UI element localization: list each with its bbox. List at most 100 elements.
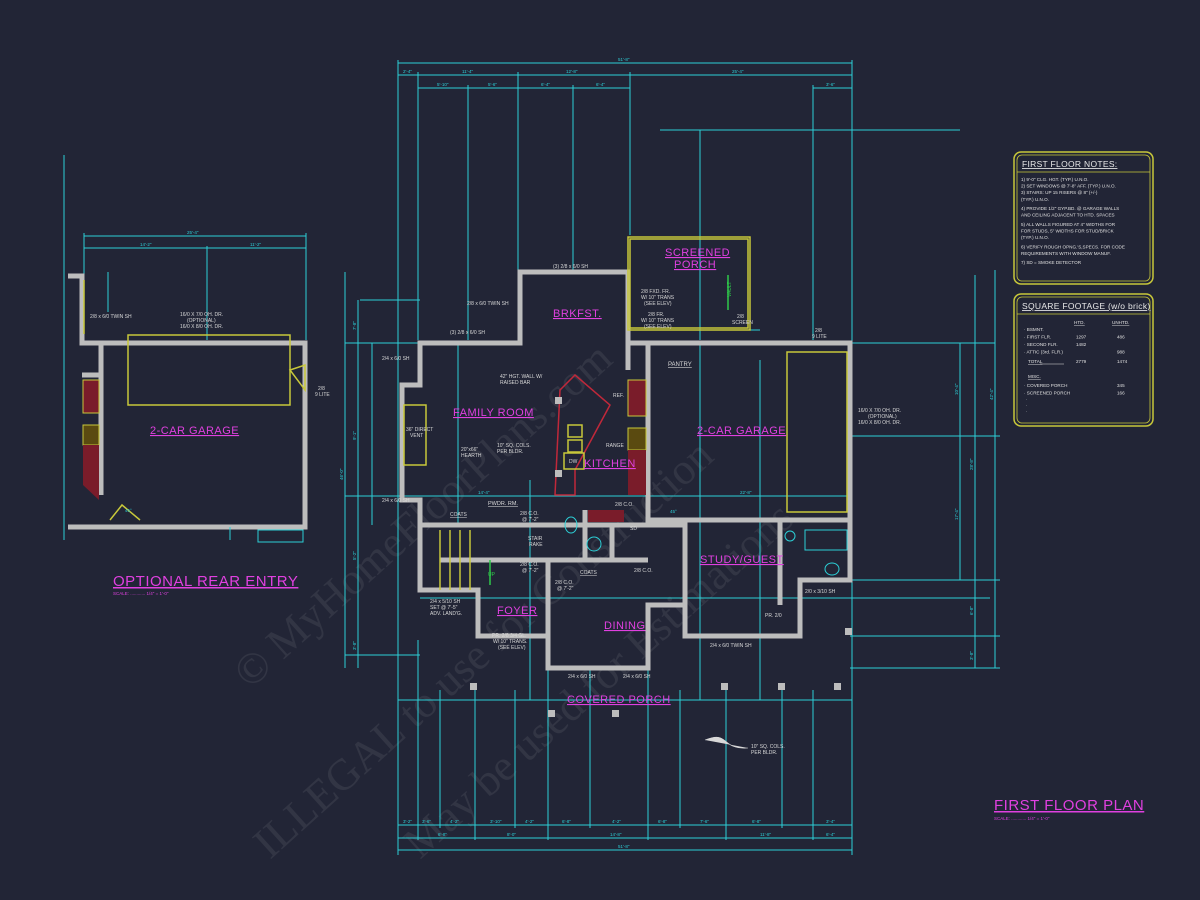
door-note: @ 7'-2"	[522, 568, 539, 574]
room-label-covered-porch: COVERED PORCH	[567, 694, 671, 706]
window-note: 2/4 x 6/0 SH	[382, 356, 410, 362]
door-note: (SEE ELEV)	[644, 324, 672, 330]
window-note: 2/4 x 6/0 TWIN SH	[710, 643, 752, 649]
notes-heading: FIRST FLOOR NOTES:	[1022, 159, 1117, 169]
dim-alt: 11'-2"	[250, 242, 262, 247]
sqft-row-unheated: 988	[1117, 350, 1125, 355]
dim-top: 3'-6"	[826, 82, 835, 87]
title-optional-rear-entry: OPTIONAL REAR ENTRY	[113, 573, 298, 590]
dim-right: 17'-4"	[954, 508, 959, 520]
note-item: (TYP.) U.N.O.	[1021, 197, 1049, 202]
window-note: 2/4 x 6/0 SH	[568, 674, 596, 680]
angle-label: 45°	[670, 509, 677, 514]
door-note: @ 7'-2"	[522, 517, 539, 523]
svg-text:·: ·	[1026, 409, 1028, 414]
dim-right: 28'-8"	[969, 458, 974, 470]
dim-top: 6'-4"	[596, 82, 605, 87]
room-label-screened-porch: PORCH	[674, 259, 716, 271]
dw-label: DW	[569, 459, 578, 465]
note-item: AND CEILING ADJACENT TO HTD. SPACES	[1021, 213, 1115, 218]
column-note: 10" SQ. COLS.	[751, 744, 785, 750]
column-note: PER BLDR.	[751, 750, 777, 756]
porch-columns	[470, 397, 852, 717]
vault-label: VAULT	[727, 282, 733, 297]
sqft-col-unheated: UNHTD.	[1112, 320, 1129, 325]
room-label-screened-porch: SCREENED	[665, 247, 730, 259]
dim-top: 5'-10"	[437, 82, 449, 87]
dim-bottom: 6'-8"	[438, 832, 447, 837]
column-note: PER BLDR.	[497, 449, 523, 455]
dimension-labels: 51'-8" 2'-4" 11'-4" 12'-8" 25'-4" 5'-10"…	[339, 57, 994, 849]
garage-door	[786, 351, 848, 513]
dim-bottom: 8'-0"	[507, 832, 516, 837]
door-note: 2/8	[815, 328, 822, 334]
note-item: 3) STAIRS: UP 15 RISERS @ 8" (+/-)	[1021, 190, 1098, 195]
door-note: 2/8 C.O.	[520, 511, 539, 517]
window-note: 2/4 x 6/0 SH	[382, 498, 410, 504]
door-note: W/ 10" TRANS.	[493, 639, 527, 645]
range	[627, 427, 647, 451]
door-note: 2/8 C.O.	[555, 580, 574, 586]
garage-door-note: 16/0 X 8/0 OH. DR.	[180, 324, 223, 330]
dim-left: 9'-1"	[352, 431, 357, 440]
room-label-kitchen: KITCHEN	[584, 458, 636, 470]
dim-bottom: 4'-2"	[450, 819, 459, 824]
dim-alt: 14'-2"	[140, 242, 152, 247]
room-label-breakfast: BRKFST.	[553, 308, 602, 320]
dim-bottom: 4'-2"	[612, 819, 621, 824]
sqft-misc-heading: MISC.	[1028, 374, 1041, 379]
window-note: 2/0 x 3/10 SH	[805, 589, 836, 595]
dim-bottom: 3'-2"	[403, 819, 412, 824]
bar-note: RAISED BAR	[500, 380, 531, 386]
sqft-row-heated: 1297	[1076, 335, 1087, 340]
fireplace-note: VENT	[410, 433, 423, 439]
dim-right: 42'-4"	[989, 388, 994, 400]
hearth-note: HEARTH	[461, 453, 482, 459]
door-note: 2/8 FXD. FR.	[641, 289, 670, 295]
dim-top: 5'-6"	[488, 82, 497, 87]
sqft-misc-value: 345	[1117, 383, 1125, 388]
range-label: RANGE	[606, 443, 624, 449]
note-item: 2) SET WINDOWS @ 7'-8" AFF. (TYP.) U.N.O…	[1021, 184, 1116, 189]
dim-bottom: 3'-10"	[490, 819, 502, 824]
door-note: 2/8	[737, 314, 744, 320]
coats-label: COATS	[450, 512, 468, 518]
dim-alt-overall: 25'-4"	[187, 230, 199, 235]
dim-left: 7'-8"	[352, 321, 357, 330]
door-note: 2/8 C.O.	[615, 502, 634, 508]
room-label-pantry: PANTRY	[668, 362, 692, 368]
dim-left: 5'-2"	[352, 551, 357, 560]
window-note: (3) 2/8 x 6/0 SH	[553, 264, 588, 270]
column-note: 10" SQ. COLS.	[497, 443, 531, 449]
dim-bottom: 3'-6"	[422, 819, 431, 824]
stair-note: STAIR	[528, 536, 543, 542]
scale-first-floor-plan: SCALE: ............ 1/4" = 1'-0"	[994, 816, 1050, 821]
dim-top: 11'-4"	[462, 69, 474, 74]
annotations: (3) 2/8 x 6/0 SH 2/8 x 6/0 TWIN SH (3) 2…	[382, 264, 901, 756]
svg-text:·: ·	[1026, 403, 1028, 408]
sqft-heading: SQUARE FOOTAGE (w/o brick)	[1022, 301, 1151, 311]
coats-label: COATS	[580, 570, 598, 576]
sqft-row-unheated: 486	[1117, 335, 1125, 340]
garage-door-note: 16/0 X 7/0 OH. DR.	[180, 312, 223, 318]
dim-garage-depth: 22'-8"	[740, 490, 752, 495]
window-note: 2/4 x 5/10 SH	[430, 599, 461, 605]
note-item: FOR STUDS, 5" WIDTHS FOR STUD/BRICK	[1021, 228, 1115, 233]
dim-top: 2'-4"	[403, 69, 412, 74]
room-label-alt-garage: 2-CAR GARAGE	[150, 425, 239, 437]
door-note: (SEE ELEV)	[644, 301, 672, 307]
note-item: 1) 9'-0" CLG. HGT. (TYP.) U.N.O.	[1021, 177, 1089, 182]
angle-label: 45°	[125, 508, 132, 513]
title-first-floor-plan: FIRST FLOOR PLAN	[994, 797, 1144, 814]
sqft-total-unheated: 1474	[1117, 359, 1128, 364]
fixtures	[403, 275, 848, 590]
dim-top: 25'-4"	[732, 69, 744, 74]
window-note: 2/8 x 6/0 TWIN SH	[467, 301, 509, 307]
dim-bottom: 6'-8"	[562, 819, 571, 824]
dim-overall-top: 51'-8"	[618, 57, 630, 62]
dishwasher	[563, 452, 585, 470]
garage-door-note: (OPTIONAL)	[187, 318, 216, 324]
dim-left: 3'-8"	[352, 641, 357, 650]
door-note: PR. 2/0	[765, 613, 782, 619]
note-item: REQUIREMENTS WITH WINDOW MANUF.	[1021, 251, 1111, 256]
